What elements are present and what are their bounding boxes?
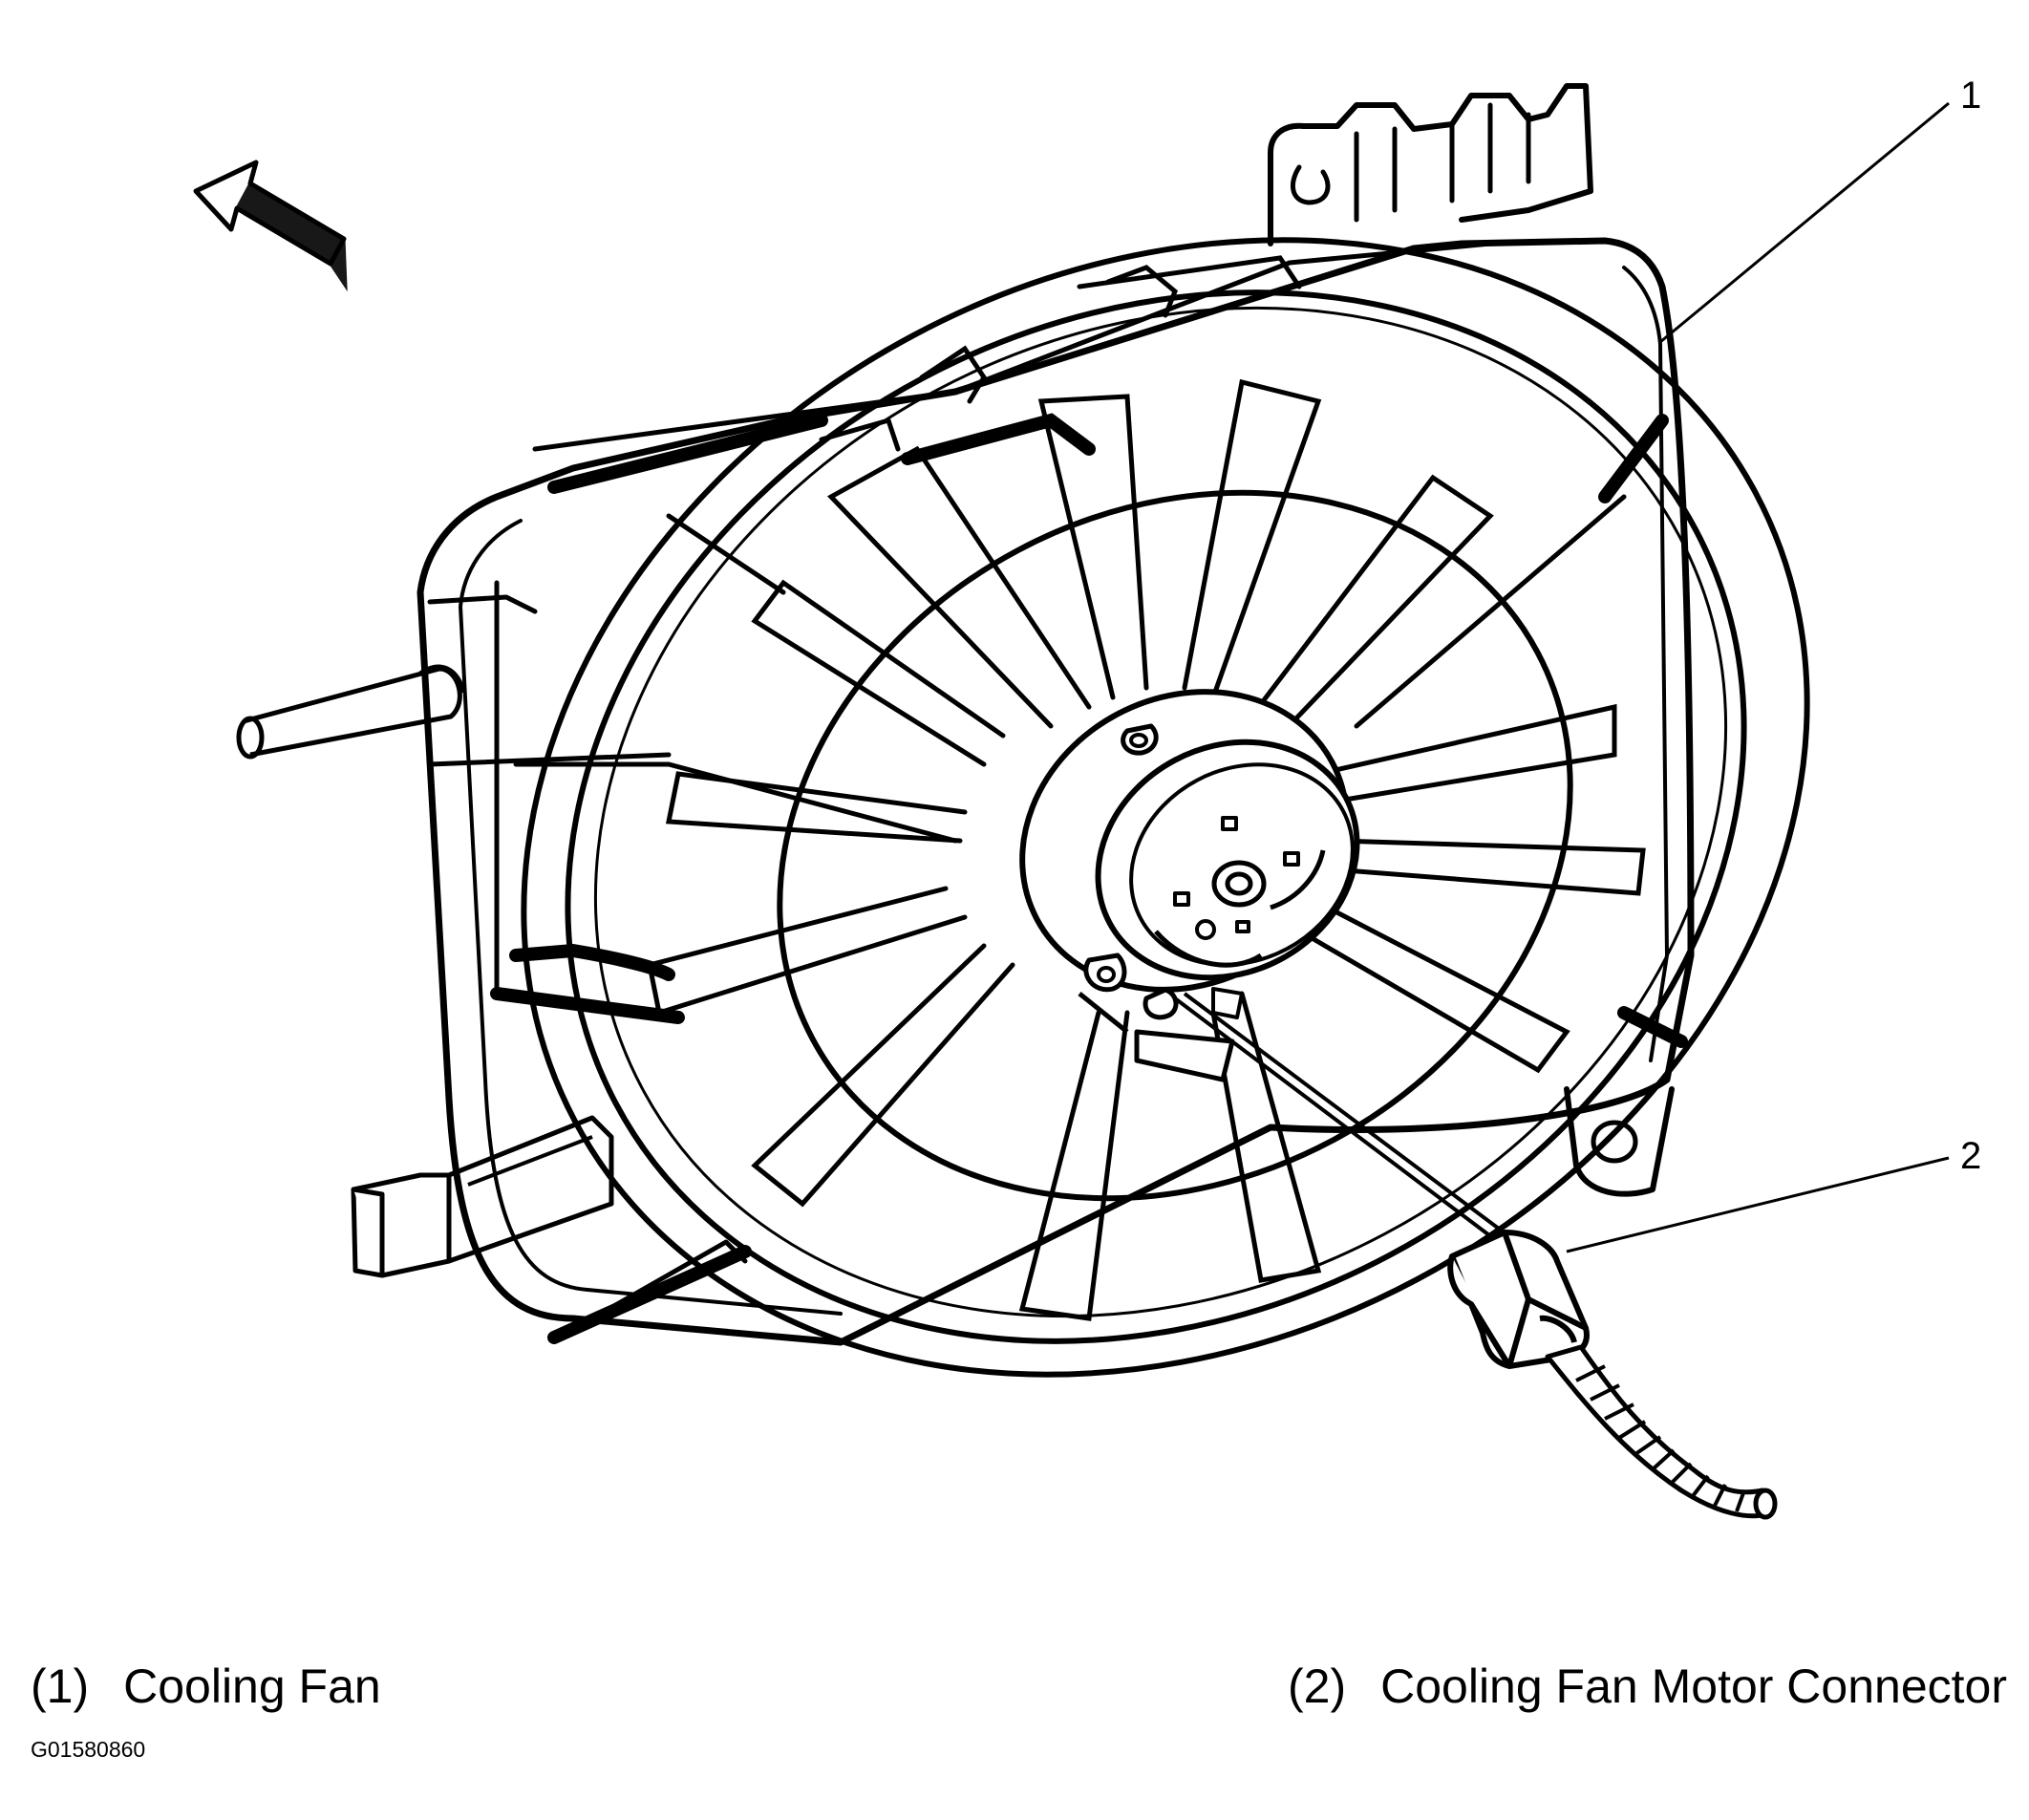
fan-blade-ring bbox=[777, 489, 1573, 1202]
legend-number: (2) bbox=[1288, 1659, 1347, 1713]
left-connector bbox=[351, 1115, 614, 1278]
leader-lines bbox=[1566, 101, 1950, 1253]
legend-label: Cooling Fan Motor Connector bbox=[1380, 1659, 2007, 1713]
fan-blades bbox=[513, 378, 1646, 1321]
legend-number: (1) bbox=[31, 1659, 90, 1713]
mounting-pin bbox=[236, 664, 466, 760]
fan-motor bbox=[1019, 689, 1360, 1082]
arrow-up-left-icon bbox=[193, 160, 348, 292]
legend-item-cooling-fan-motor-connector: (2) Cooling Fan Motor Connector bbox=[1288, 1662, 2007, 1710]
leader-line-1 bbox=[1659, 101, 1950, 344]
fan-shroud bbox=[416, 83, 1695, 1346]
fan-ring bbox=[521, 237, 1810, 1378]
motor-lead-wire bbox=[1173, 992, 1516, 1249]
callout-1: 1 bbox=[1960, 75, 1982, 117]
leader-line-2 bbox=[1566, 1156, 1950, 1253]
figure-id: G01580860 bbox=[31, 1737, 146, 1762]
callout-2: 2 bbox=[1960, 1135, 1982, 1177]
legend-label: Cooling Fan bbox=[123, 1659, 381, 1713]
cooling-fan-motor-connector bbox=[1447, 1230, 1590, 1369]
wiring-harness bbox=[1545, 1344, 1778, 1520]
legend-item-cooling-fan: (1) Cooling Fan bbox=[31, 1662, 381, 1710]
